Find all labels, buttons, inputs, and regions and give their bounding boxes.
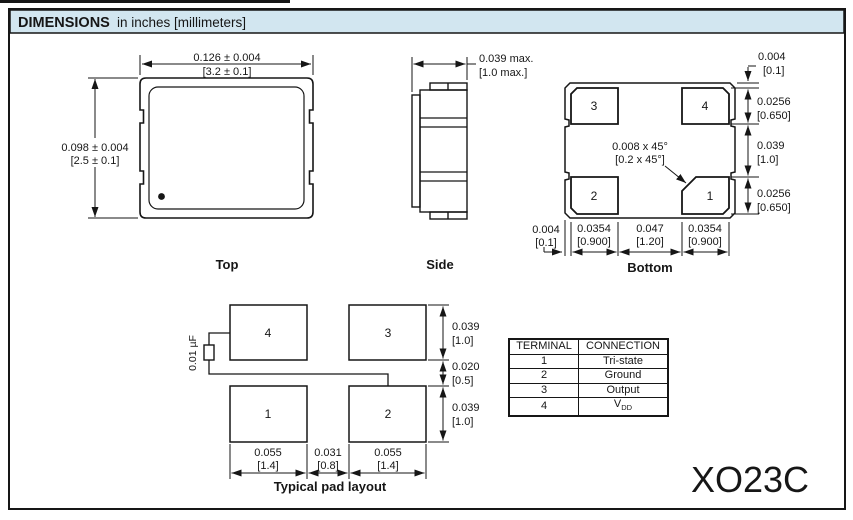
chamfer-note-mm: [0.2 x 45°]	[615, 154, 665, 166]
bottom-pad-4	[681, 87, 730, 125]
table-row: 3 Output	[508, 382, 669, 398]
top-height-dimension	[88, 77, 138, 219]
pad-gap-inches: 0.039	[757, 140, 785, 152]
bottom-view: 3 4 2 1 0.008 x 45° [0.2 x 45°] 0.004 [0…	[532, 51, 790, 275]
layout-pad2-number: 2	[385, 407, 392, 421]
bottom-pad1-number: 1	[707, 189, 714, 203]
top-width-inches: 0.126 ± 0.004	[193, 52, 260, 64]
layout-pad-gap-mm: [0.5]	[452, 375, 473, 387]
terminal-cell: 3	[508, 382, 579, 398]
bottom-pad2-number: 2	[591, 189, 598, 203]
bottom-pad-2	[570, 176, 619, 215]
side-view: 0.039 max. [1.0 max.] Side	[411, 53, 533, 272]
pad-width-left-inches: 0.0354	[577, 223, 611, 235]
table-header-terminal: TERMINAL	[508, 338, 579, 355]
layout-pad-height-top-mm: [1.0]	[452, 335, 473, 347]
top-gap-mm: [0.1]	[763, 65, 784, 77]
panel-border	[8, 8, 846, 510]
layout-pad-1	[229, 385, 308, 443]
layout-pad-gap-h-inches: 0.031	[314, 447, 342, 459]
top-width-dimension	[139, 55, 314, 75]
package-body-outline	[139, 77, 314, 219]
connection-cell: Output	[578, 382, 669, 398]
pad-height-bottom-inches: 0.0256	[757, 188, 791, 200]
layout-right-dimensions	[428, 304, 449, 443]
top-view: 0.126 ± 0.004 [3.2 ± 0.1] 0.098 ± 0.004 …	[61, 52, 314, 272]
table-row: 2 Ground	[508, 368, 669, 384]
pin1-marker-dot	[158, 193, 165, 200]
bottom-body-outline	[564, 82, 736, 219]
bottom-pad-3	[570, 87, 619, 125]
bottom-view-label: Bottom	[627, 260, 673, 275]
bottom-pad3-number: 3	[591, 99, 598, 113]
pad-width-left-mm: [0.900]	[577, 236, 611, 248]
table-row: 1 Tri-state	[508, 353, 669, 369]
pad-gap-mm: [1.0]	[757, 154, 778, 166]
left-gap-mm: [0.1]	[535, 237, 556, 249]
layout-pad-width-right-inches: 0.055	[374, 447, 402, 459]
layout-pad-gap-h-mm: [0.8]	[317, 460, 338, 472]
layout-pad-height-bottom-inches: 0.039	[452, 402, 480, 414]
pad-height-top-inches: 0.0256	[757, 96, 791, 108]
vdd-subscript: DD	[621, 403, 633, 413]
connection-cell: Ground	[578, 368, 669, 384]
bottom-right-dimensions	[731, 65, 759, 215]
layout-pad-height-top-inches: 0.039	[452, 321, 480, 333]
package-lid	[148, 86, 305, 210]
layout-pad-height-bottom-mm: [1.0]	[452, 416, 473, 428]
chamfer-leader-arrow	[664, 165, 687, 184]
side-view-label: Side	[426, 257, 453, 272]
chamfer-note-inches: 0.008 x 45°	[612, 141, 668, 153]
center-gap-inches: 0.047	[636, 223, 664, 235]
layout-pad-width-left-inches: 0.055	[254, 447, 282, 459]
part-number: XO23C	[691, 459, 809, 500]
table-header-connection: CONNECTION	[578, 338, 669, 355]
side-thickness-mm: [1.0 max.]	[479, 67, 527, 79]
terminal-cell: 4	[508, 396, 579, 417]
layout-pad-width-right-mm: [1.4]	[377, 460, 398, 472]
pad-layout: 4 3 1 2 0.01 µF 0.039 [1.0] 0.020 [0.5] …	[187, 304, 480, 494]
bottom-pad4-number: 4	[702, 99, 709, 113]
header-bar	[9, 9, 845, 34]
connection-cell: Tri-state	[578, 353, 669, 369]
layout-pad4-number: 4	[265, 326, 272, 340]
vdd-base: V	[613, 398, 622, 410]
top-width-mm: [3.2 ± 0.1]	[203, 66, 252, 78]
terminal-connection-table: TERMINAL CONNECTION 1 Tri-state 2 Ground…	[508, 338, 669, 417]
pad-height-top-mm: [0.650]	[757, 110, 791, 122]
top-height-mm: [2.5 ± 0.1]	[71, 155, 120, 167]
pad-height-bottom-mm: [0.650]	[757, 202, 791, 214]
layout-bottom-dimensions	[229, 444, 427, 479]
table-row: 4 VDD	[508, 396, 669, 417]
top-height-inches: 0.098 ± 0.004	[61, 142, 128, 154]
capacitor-value-label: 0.01 µF	[187, 335, 199, 371]
capacitor-wire-top	[208, 332, 230, 345]
layout-pad1-number: 1	[265, 407, 272, 421]
top-view-label: Top	[216, 257, 239, 272]
pad-width-right-mm: [0.900]	[688, 236, 722, 248]
pad-layout-label: Typical pad layout	[274, 479, 387, 494]
layout-pad-width-left-mm: [1.4]	[257, 460, 278, 472]
bottom-lower-dimensions	[543, 220, 730, 256]
pad-width-right-inches: 0.0354	[688, 223, 722, 235]
top-gap-inches: 0.004	[758, 51, 786, 63]
center-gap-mm: [1.20]	[636, 236, 664, 248]
capacitor-wire-bottom	[208, 360, 389, 386]
header-subtitle: in inches [millimeters]	[117, 15, 246, 30]
terminal-cell: 2	[508, 368, 579, 384]
left-gap-inches: 0.004	[532, 224, 560, 236]
page-crop-strip	[0, 0, 290, 3]
side-thickness-dimension	[411, 57, 476, 92]
layout-pad-3	[348, 304, 427, 361]
terminal-cell: 1	[508, 353, 579, 369]
table-header-row: TERMINAL CONNECTION	[508, 338, 669, 355]
header-title: DIMENSIONS	[18, 15, 110, 31]
bottom-pad-1	[681, 176, 730, 215]
side-thickness-inches: 0.039 max.	[479, 53, 533, 65]
layout-pad-gap-inches: 0.020	[452, 361, 480, 373]
connection-cell: VDD	[578, 396, 669, 417]
layout-pad3-number: 3	[385, 326, 392, 340]
